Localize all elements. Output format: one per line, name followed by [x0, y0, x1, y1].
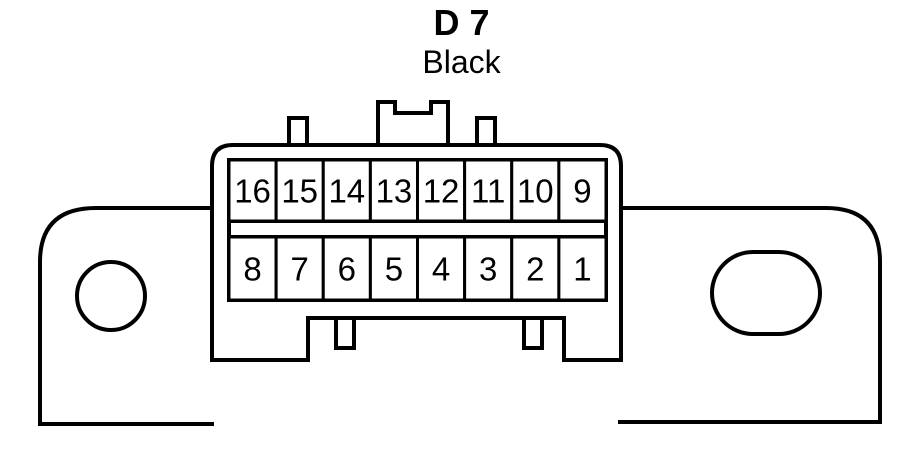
pin-cell-10: [510, 158, 561, 223]
pin-cell-1: [557, 235, 608, 302]
pin-cell-9: [557, 158, 608, 223]
pin-cell-5: [368, 235, 419, 302]
pin-number-1: 1: [573, 251, 591, 288]
pin-number-14: 14: [328, 173, 365, 210]
pin-cell-13: [368, 158, 419, 223]
pin-cell-11: [463, 158, 514, 223]
pin-cell-15: [274, 158, 325, 223]
pin-number-2: 2: [526, 251, 544, 288]
pin-number-7: 7: [291, 251, 309, 288]
right-mounting-slot: [710, 250, 822, 336]
pin-number-11: 11: [471, 173, 505, 210]
pin-cell-12: [416, 158, 467, 223]
pin-number-4: 4: [432, 251, 450, 288]
pin-number-10: 10: [517, 173, 554, 210]
connector-color-label: Black: [422, 44, 501, 80]
row-divider: [227, 219, 608, 239]
pin-cell-6: [321, 235, 372, 302]
pin-number-16: 16: [234, 173, 271, 210]
pin-number-5: 5: [385, 251, 403, 288]
pin-number-8: 8: [243, 251, 261, 288]
pin-number-6: 6: [338, 251, 356, 288]
pin-cell-2: [510, 235, 561, 302]
pin-number-9: 9: [573, 173, 591, 210]
pin-number-13: 13: [376, 173, 413, 210]
pin-number-3: 3: [479, 251, 497, 288]
top-latch: [376, 100, 450, 146]
top-left-tab: [287, 116, 309, 148]
bottom-right-tab: [522, 316, 544, 350]
pin-number-12: 12: [423, 173, 460, 210]
top-right-tab: [475, 116, 497, 148]
left-mounting-hole: [75, 260, 147, 332]
connector-id-label: D 7: [433, 2, 490, 43]
pin-cell-3: [463, 235, 514, 302]
bottom-left-tab: [334, 316, 356, 350]
pin-number-15: 15: [281, 173, 318, 210]
pin-cell-7: [274, 235, 325, 302]
